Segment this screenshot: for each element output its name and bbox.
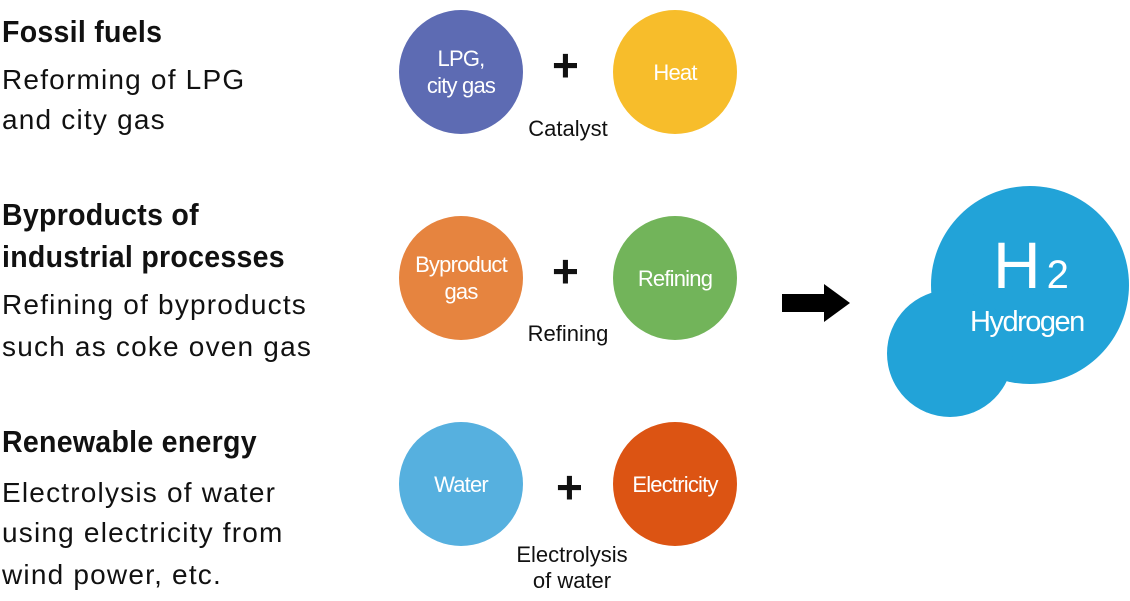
process-label: Electrolysis of water — [516, 542, 628, 593]
source-title: Byproducts of — [2, 197, 199, 232]
source-desc: and city gas — [2, 104, 166, 135]
source-desc: wind power, etc. — [2, 559, 222, 590]
source-desc: Reforming of LPG — [2, 64, 246, 95]
plus-sign: + — [552, 39, 579, 91]
source-desc: using electricity from — [2, 517, 284, 548]
formula-subscript: 2 — [1046, 253, 1069, 297]
heat-circle: Heat — [613, 10, 737, 134]
refining-circle: Refining — [613, 216, 737, 340]
source-desc: Electrolysis of water — [2, 477, 277, 508]
process-label: Catalyst — [528, 116, 608, 141]
source-title: Renewable energy — [2, 424, 257, 459]
water-circle: Water — [399, 422, 523, 546]
source-desc: such as coke oven gas — [2, 331, 313, 362]
plus-sign: + — [552, 245, 579, 297]
formula-h: H — [993, 228, 1041, 302]
source-title: Fossil fuels — [2, 14, 163, 49]
hydrogen-label: Hydrogen — [970, 306, 1085, 338]
source-desc: Refining of byproducts — [2, 289, 308, 320]
lpg-circle: LPG, city gas — [399, 10, 523, 134]
plus-sign: + — [556, 461, 583, 513]
byproduct-gas-circle: Byproduct gas — [399, 216, 523, 340]
source-title: industrial processes — [2, 239, 285, 274]
arrow-right-icon — [782, 284, 850, 322]
electricity-circle: Electricity — [613, 422, 737, 546]
hydrogen-small-circle — [887, 290, 1013, 417]
process-label: Refining — [527, 321, 609, 346]
